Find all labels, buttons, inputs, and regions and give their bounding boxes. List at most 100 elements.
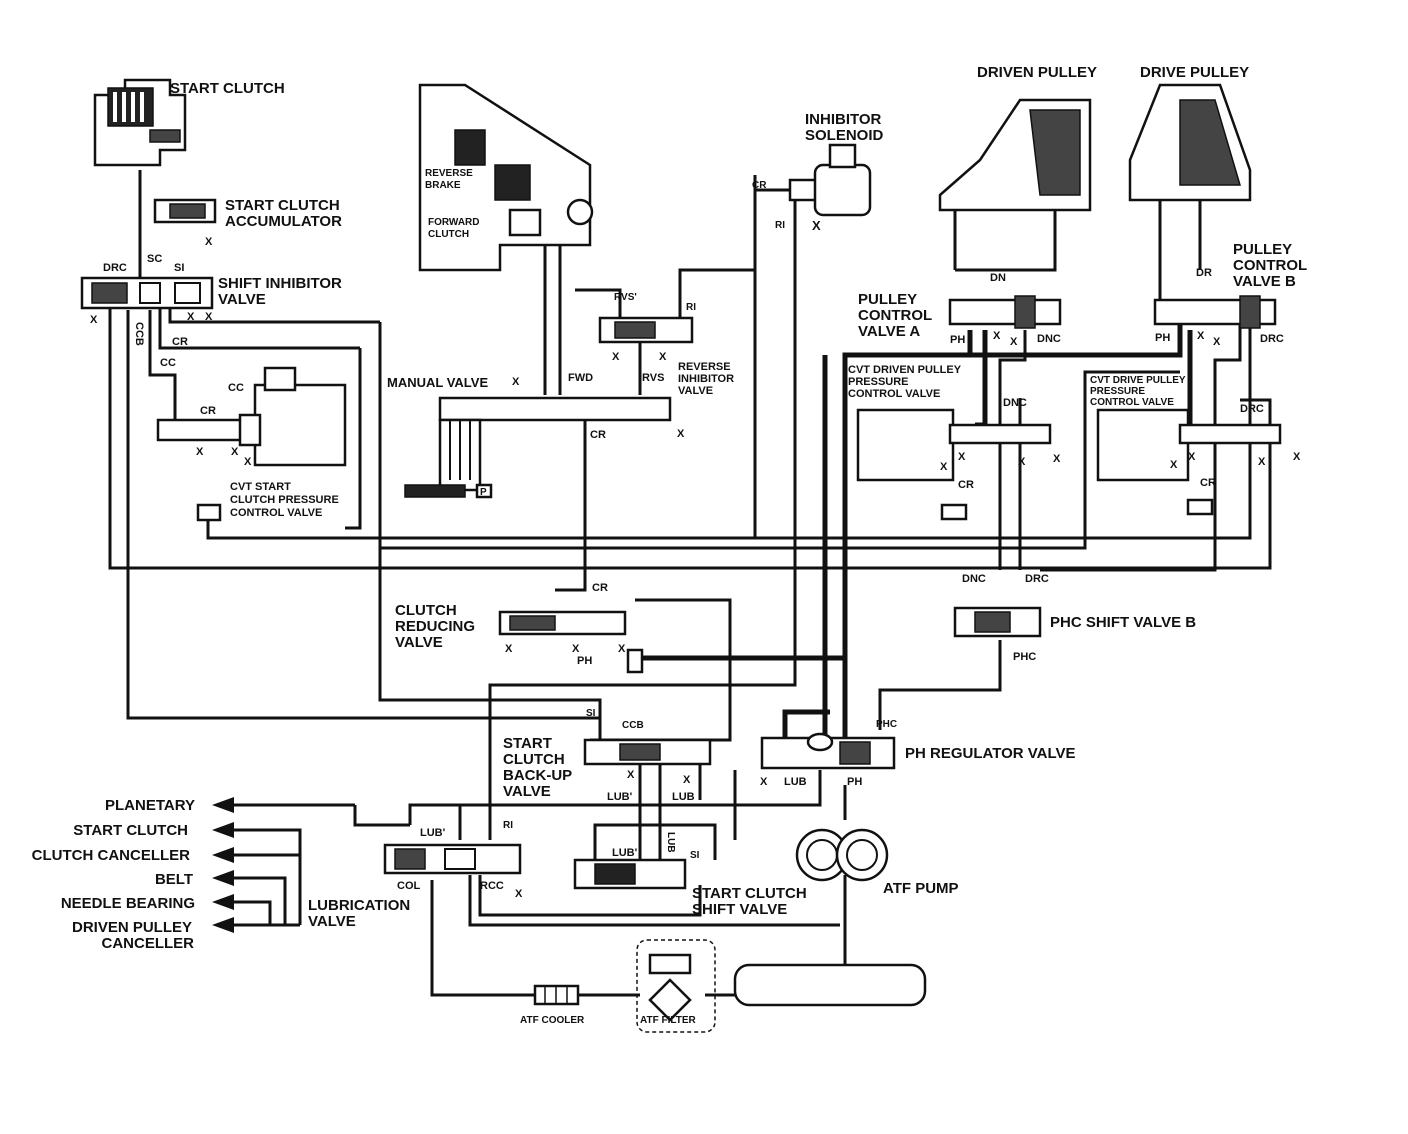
line-drc2 — [1040, 310, 1242, 572]
port-ph-2: PH — [1155, 332, 1170, 344]
line-cvt-start — [206, 515, 380, 540]
label-shift-valve-2: SHIFT VALVE — [692, 901, 787, 918]
inhibitor-solenoid-component — [788, 143, 872, 217]
port-ccb-2: CCB — [622, 720, 644, 731]
line-lub-main — [408, 770, 822, 825]
label-atf-pump: ATF PUMP — [883, 880, 959, 897]
drain-x-11: X — [677, 428, 685, 440]
arrow-planetary — [212, 797, 234, 813]
label-rev-inhibitor-3: VALVE — [678, 385, 713, 397]
drain-x-19: X — [1018, 456, 1026, 468]
label-pcv-a-1: PULLEY — [858, 291, 917, 308]
cvt-start-clutch-pcv-component — [156, 366, 347, 522]
manual-valve-p-position: P — [480, 487, 487, 498]
label-rev-inhibitor-2: INHIBITOR — [678, 373, 734, 385]
label-shift-valve-1: START CLUTCH — [692, 885, 807, 902]
port-ph-4: PH — [847, 776, 862, 788]
drain-x-15: X — [1197, 330, 1205, 342]
line-dnc — [998, 330, 1027, 570]
line-cc — [345, 348, 362, 530]
drain-x-4: X — [205, 311, 213, 323]
arrow-belt — [212, 870, 234, 886]
label-cvt-start-3: CONTROL VALVE — [230, 507, 322, 519]
label-belt: BELT — [155, 871, 193, 888]
label-cvt-start-1: CVT START — [230, 481, 291, 493]
drain-x-2: X — [90, 314, 98, 326]
label-shift-inhibitor-2: VALVE — [218, 291, 266, 308]
label-cvt-driven-3: CONTROL VALVE — [848, 388, 940, 400]
drive-pulley-component — [1128, 83, 1252, 202]
arrow-needle-bearing — [212, 894, 234, 910]
line-phc — [878, 640, 1002, 730]
label-inhibitor-solenoid-1: INHIBITOR — [805, 111, 882, 128]
drain-x-13: X — [993, 330, 1001, 342]
port-fwd: FWD — [568, 372, 593, 384]
line-rcc2 — [478, 875, 702, 917]
label-inhibitor-solenoid-2: SOLENOID — [805, 127, 884, 144]
label-atf-cooler: ATF COOLER — [520, 1015, 585, 1026]
output-labels: PLANETARY START CLUTCH CLUTCH CANCELLER … — [32, 797, 195, 952]
port-cr-5: CR — [958, 479, 974, 491]
drain-x-18: X — [958, 451, 966, 463]
ph-regulator-valve-component — [760, 732, 896, 770]
label-cvt-driven-1: CVT DRIVEN PULLEY — [848, 364, 962, 376]
ph-lines — [640, 320, 1193, 740]
lubrication-valve-component — [383, 843, 522, 875]
label-backup-2: CLUTCH — [503, 751, 565, 768]
port-dn: DN — [990, 272, 1006, 284]
drain-x-6: X — [231, 446, 239, 458]
port-sc: SC — [147, 253, 162, 265]
label-forward-clutch-1: FORWARD — [428, 217, 479, 228]
label-drive-pulley: DRIVE PULLEY — [1140, 64, 1249, 81]
line-dn — [955, 195, 1057, 272]
drain-x-23: X — [1258, 456, 1266, 468]
port-rvs: RVS — [642, 372, 664, 384]
label-ph-regulator: PH REGULATOR VALVE — [905, 745, 1076, 762]
port-cr-3: CR — [590, 429, 606, 441]
port-ri-1: RI — [686, 302, 696, 313]
port-cc-1: CC — [160, 357, 176, 369]
port-ri-2: RI — [775, 220, 785, 231]
drain-x-30: X — [760, 776, 768, 788]
start-clutch-accumulator-component — [153, 198, 217, 224]
port-cr-2: CR — [200, 405, 216, 417]
arrow-driven-pulley — [212, 917, 234, 933]
port-ph-3: PH — [577, 655, 592, 667]
port-lub-2: LUB — [672, 791, 695, 803]
arrow-line-belt — [230, 876, 287, 925]
label-pcv-a-2: CONTROL — [858, 307, 932, 324]
port-phc-2: PHC — [876, 719, 897, 730]
port-lub-3: LUB — [665, 832, 676, 853]
port-si-2: SI — [586, 708, 596, 719]
port-cr-1: CR — [172, 336, 188, 348]
port-lub-p-3: LUB' — [612, 847, 638, 859]
port-cr-6: CR — [1200, 477, 1216, 489]
label-driven-pulley-out: DRIVEN PULLEY — [72, 919, 192, 936]
label-backup-1: START — [503, 735, 552, 752]
label-cvt-drive-2: PRESSURE — [1090, 386, 1145, 397]
atf-filter-component — [636, 939, 716, 1033]
port-dnc-3: DNC — [962, 573, 986, 585]
label-cvt-drive-1: CVT DRIVE PULLEY — [1090, 375, 1186, 386]
pulley-control-valve-b-component — [1153, 295, 1277, 329]
port-drc-2: DRC — [1260, 333, 1284, 345]
reverse-inhibitor-valve-component — [598, 316, 694, 344]
port-ccb-1: CCB — [133, 322, 145, 346]
label-needle-bearing: NEEDLE BEARING — [61, 895, 195, 912]
line-ph-reg — [782, 709, 830, 740]
arrow-line-needle — [230, 900, 272, 925]
drain-x-17: X — [940, 461, 948, 473]
port-dr: DR — [1196, 267, 1212, 279]
drain-x-5: X — [196, 446, 204, 458]
label-start-clutch: START CLUTCH — [170, 80, 285, 97]
arrow-clutch-canceller — [212, 847, 234, 863]
line-cr-manual — [555, 418, 587, 592]
drain-x-29: X — [683, 774, 691, 786]
port-cr-4: CR — [752, 180, 767, 191]
line-rvs-p — [575, 288, 622, 318]
label-backup-3: BACK-UP — [503, 767, 572, 784]
reverse-brake-forward-clutch-component — [418, 83, 594, 272]
cvt-driven-pulley-pcv-component — [856, 408, 1052, 521]
arrow-start-clutch — [212, 822, 234, 838]
